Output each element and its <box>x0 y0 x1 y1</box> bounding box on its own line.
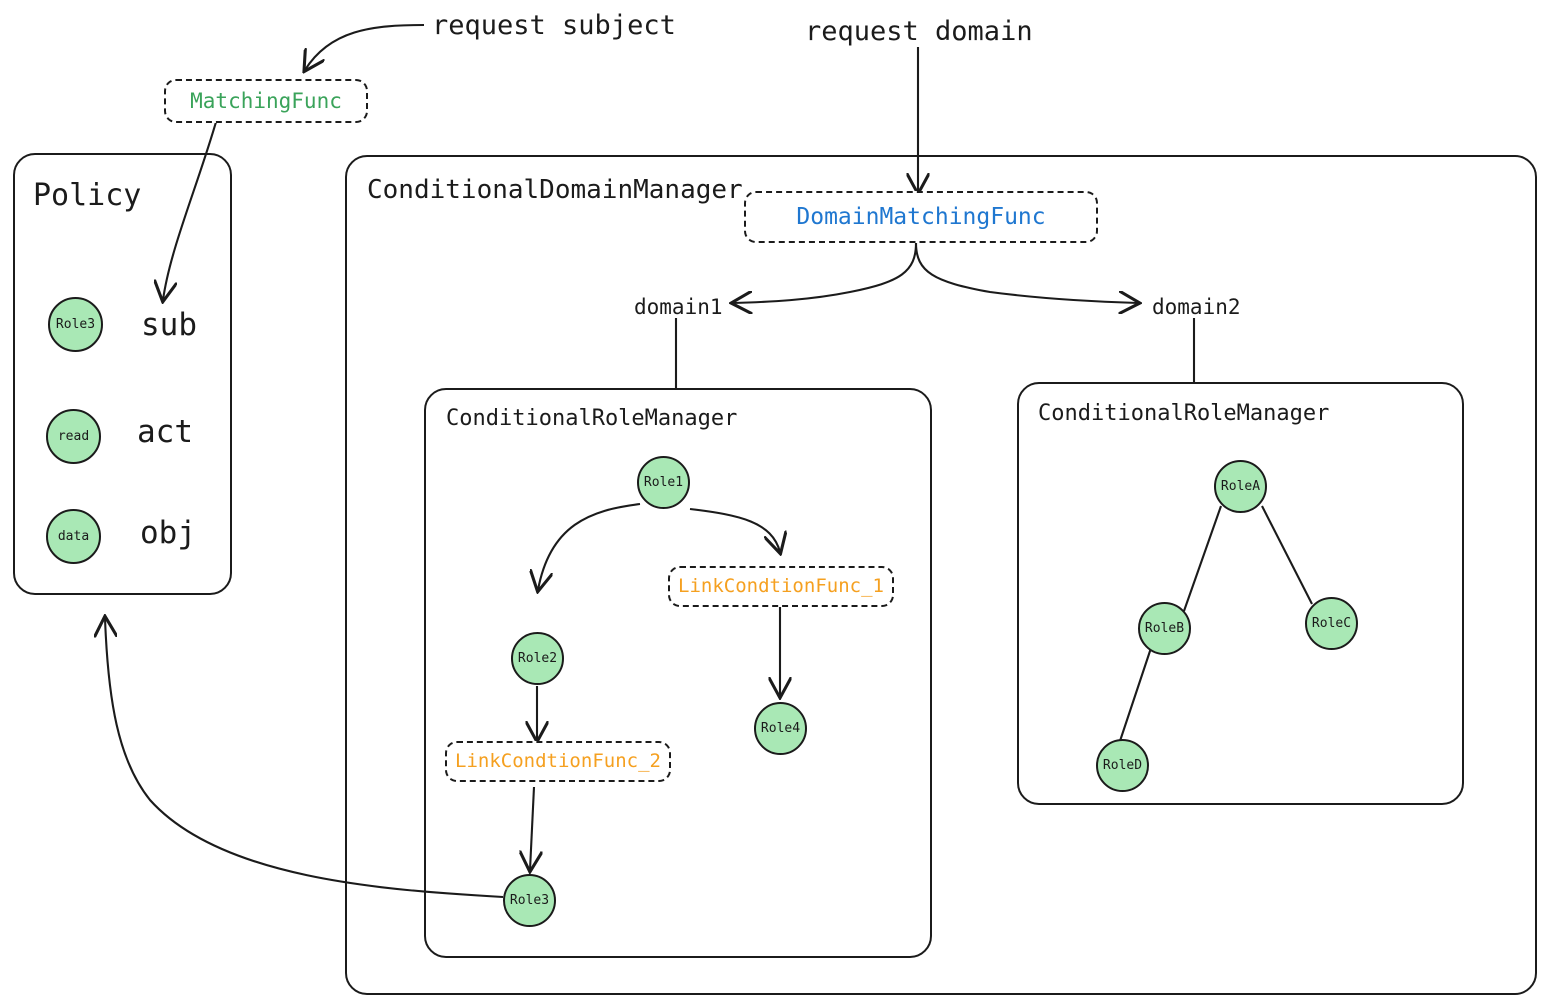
conditional-role-manager-domain2 <box>1017 382 1464 805</box>
domain1-label: domain1 <box>634 295 723 319</box>
role-node-roleB-label: RoleB <box>1144 621 1185 636</box>
conditional-role-manager-domain1-title: ConditionalRoleManager <box>446 406 738 431</box>
request-subject-label: request subject <box>432 10 676 41</box>
role-node-role4[interactable]: Role4 <box>754 702 807 755</box>
policy-node-read[interactable]: read <box>46 409 101 464</box>
conditional-domain-manager-container <box>345 155 1537 995</box>
role-node-roleA-label: RoleA <box>1220 479 1261 494</box>
role-node-role3[interactable]: Role3 <box>503 874 556 927</box>
policy-node-role3-label: Role3 <box>55 317 96 332</box>
policy-node-data[interactable]: data <box>46 509 101 564</box>
role-node-roleA[interactable]: RoleA <box>1214 460 1267 513</box>
link-condtion-func-1-label: LinkCondtionFunc_1 <box>678 575 884 597</box>
domain-matching-func-box[interactable]: DomainMatchingFunc <box>744 191 1098 243</box>
policy-node-read-label: read <box>57 429 90 444</box>
policy-field-act: act <box>137 414 193 450</box>
domain-matching-func-label: DomainMatchingFunc <box>796 203 1046 230</box>
role-node-role1[interactable]: Role1 <box>637 456 690 509</box>
role-node-roleC[interactable]: RoleC <box>1305 597 1358 650</box>
domain2-label: domain2 <box>1152 295 1241 319</box>
edge-request-subject-to-matchingfunc <box>305 23 425 70</box>
link-condtion-func-2-box[interactable]: LinkCondtionFunc_2 <box>445 741 671 782</box>
role-node-roleD-label: RoleD <box>1102 758 1143 773</box>
policy-title: Policy <box>33 178 142 213</box>
role-node-roleB[interactable]: RoleB <box>1138 602 1191 655</box>
policy-field-sub: sub <box>141 307 197 343</box>
link-condtion-func-1-box[interactable]: LinkCondtionFunc_1 <box>668 566 894 607</box>
policy-node-role3[interactable]: Role3 <box>48 297 103 352</box>
role-node-role2-label: Role2 <box>517 651 558 666</box>
conditional-domain-manager-title: ConditionalDomainManager <box>367 175 743 205</box>
policy-node-data-label: data <box>57 529 90 544</box>
conditional-role-manager-domain1 <box>424 388 932 958</box>
request-domain-label: request domain <box>805 16 1033 47</box>
policy-field-obj: obj <box>140 515 196 551</box>
role-node-role3-label: Role3 <box>509 893 550 908</box>
policy-container <box>13 153 232 595</box>
role-node-role4-label: Role4 <box>760 721 801 736</box>
role-node-roleD[interactable]: RoleD <box>1096 739 1149 792</box>
link-condtion-func-2-label: LinkCondtionFunc_2 <box>455 750 661 772</box>
role-node-role1-label: Role1 <box>643 475 684 490</box>
role-node-role2[interactable]: Role2 <box>511 632 564 685</box>
matching-func-label: MatchingFunc <box>190 88 342 113</box>
matching-func-box[interactable]: MatchingFunc <box>164 79 368 123</box>
conditional-role-manager-domain2-title: ConditionalRoleManager <box>1038 401 1330 426</box>
role-node-roleC-label: RoleC <box>1311 616 1352 631</box>
